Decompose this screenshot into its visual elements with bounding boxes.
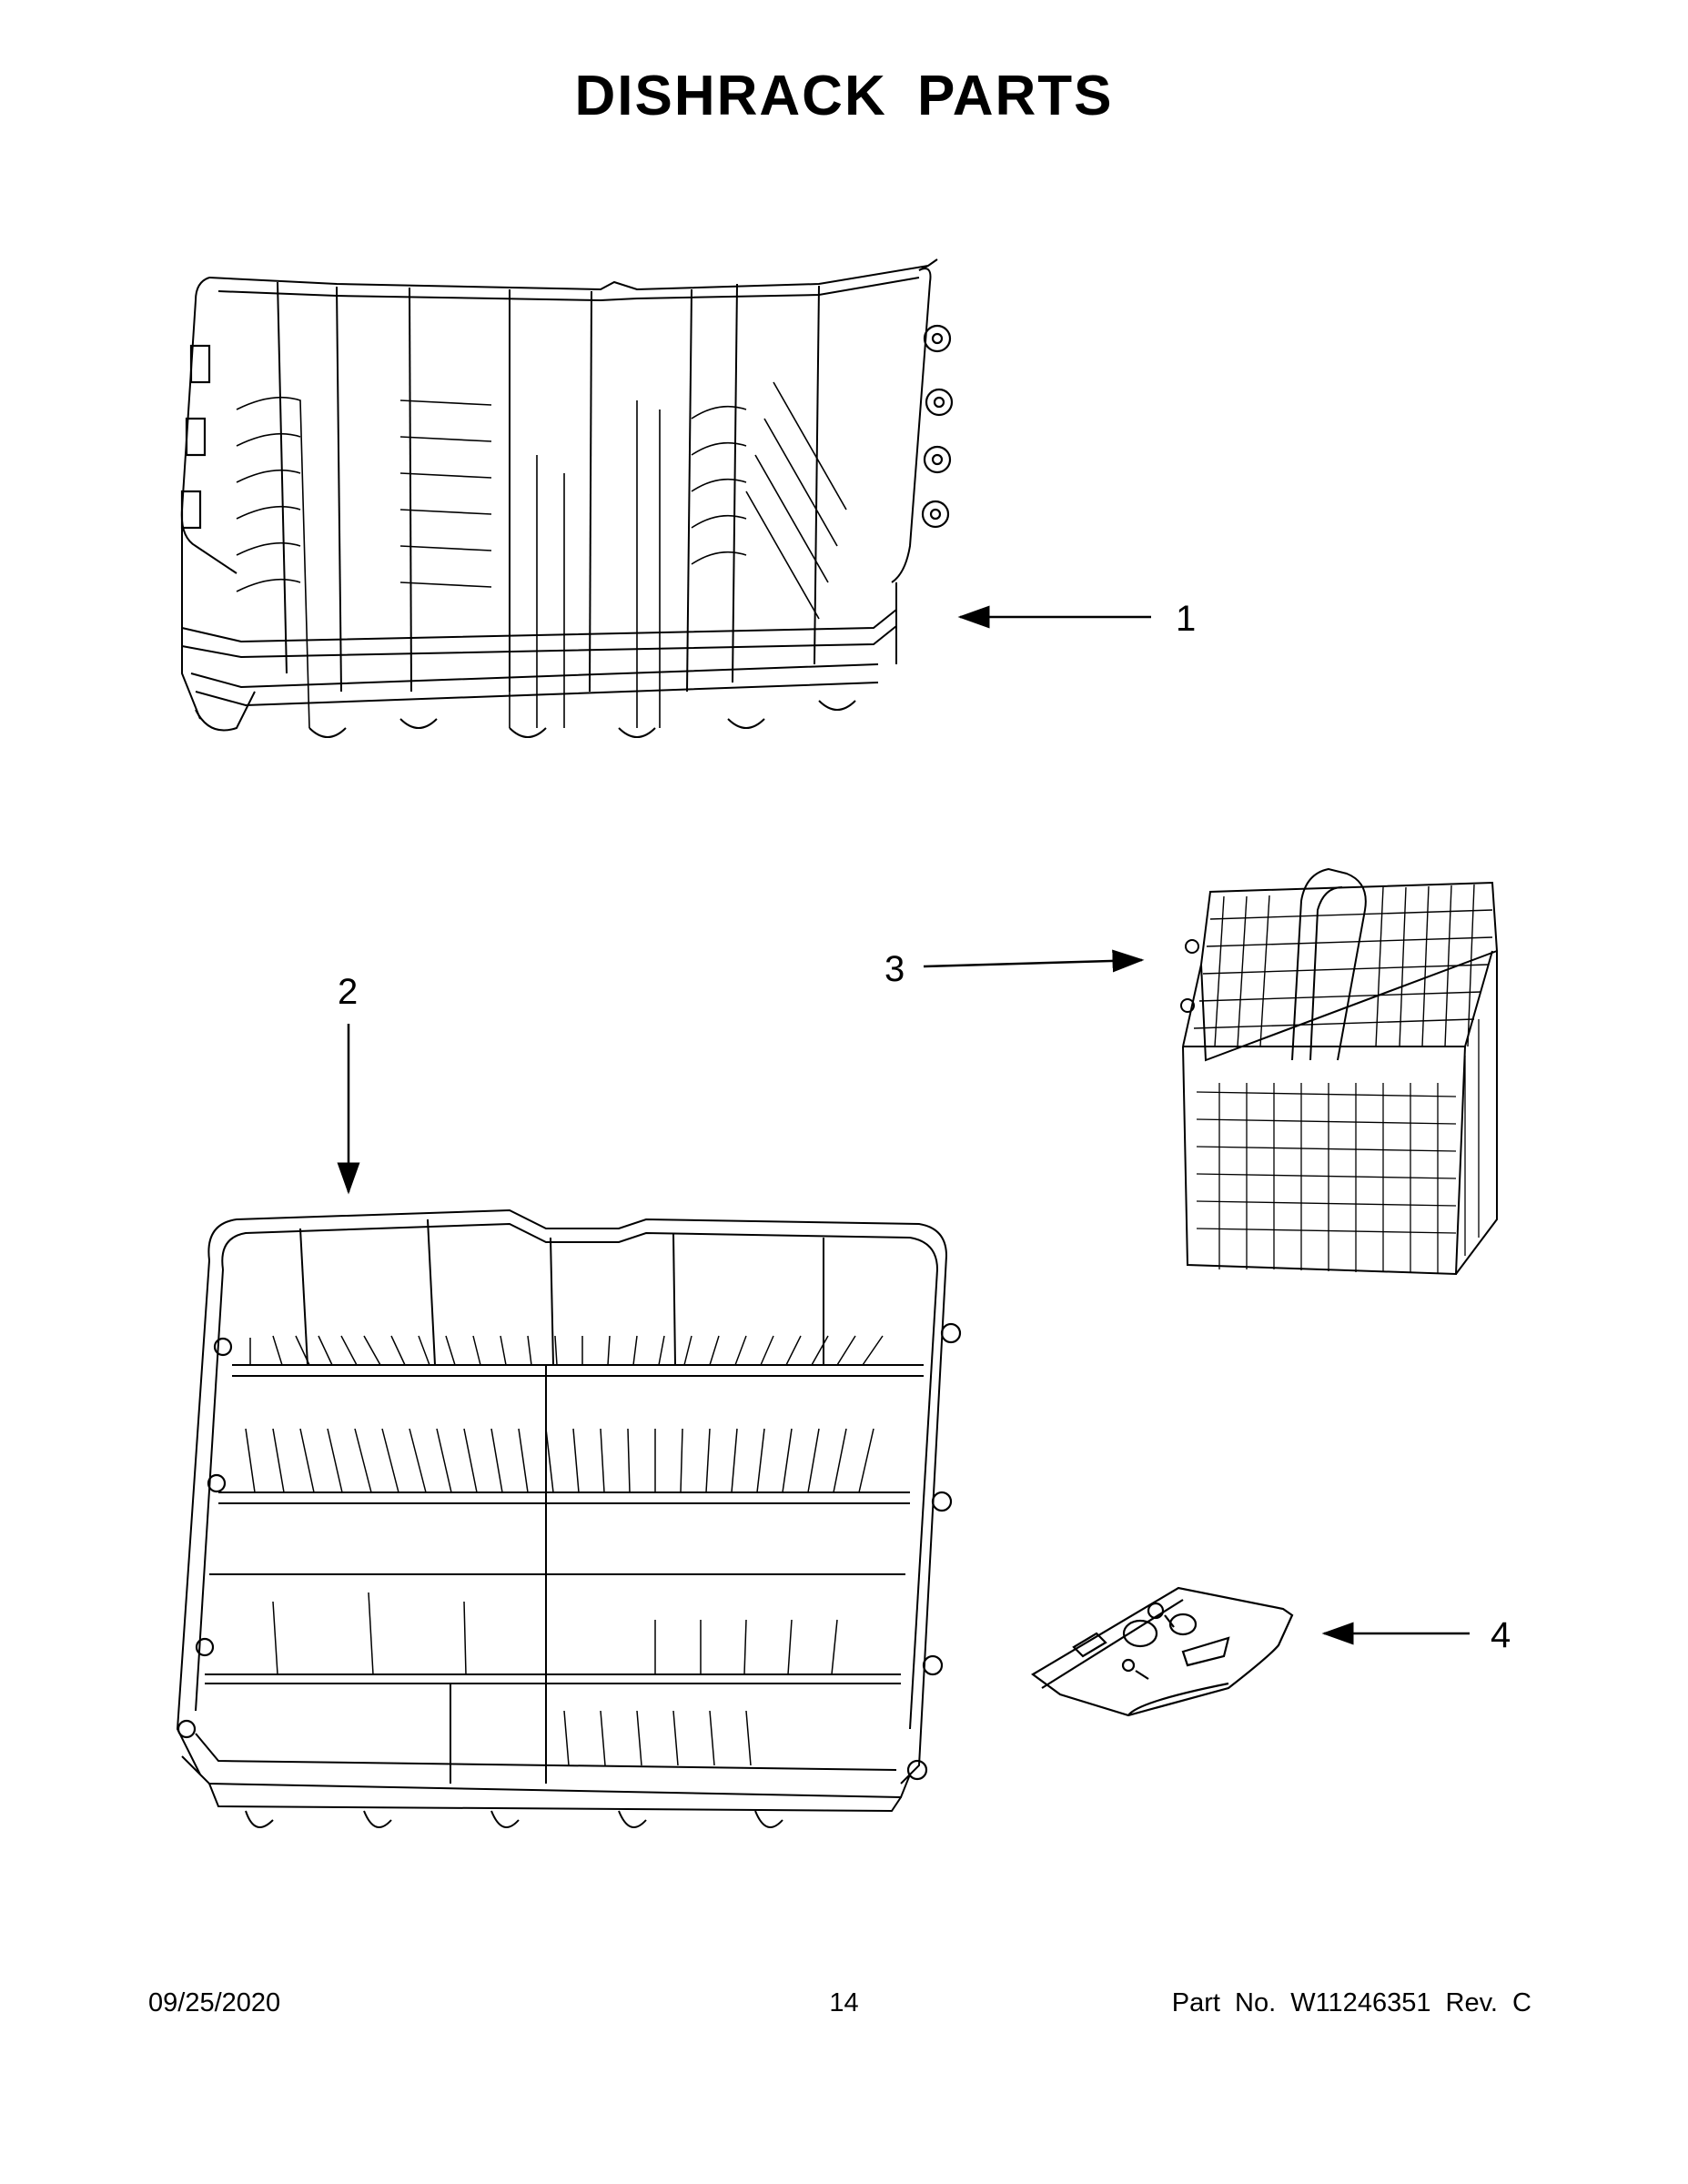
lower-rack-illustration (176, 1208, 962, 1828)
footer-date: 09/25/2020 (148, 1988, 281, 2017)
footer-part-number: Part No. W11246351 Rev. C (1171, 1988, 1531, 2017)
callout-label-4: 4 (1491, 1615, 1511, 1655)
upper-rack-illustration (180, 258, 954, 738)
silverware-basket-illustration (1180, 867, 1499, 1276)
callout-label-3: 3 (884, 949, 905, 989)
page-title: DISHRACK PARTS (574, 65, 1114, 127)
callout-label-2: 2 (338, 972, 358, 1012)
parts-bag-illustration (1031, 1586, 1294, 1717)
footer-page-number: 14 (829, 1988, 859, 2017)
callout-label-1: 1 (1176, 599, 1196, 639)
callout-arrows (337, 605, 1470, 1645)
callout-arrow-3 (923, 949, 1145, 973)
